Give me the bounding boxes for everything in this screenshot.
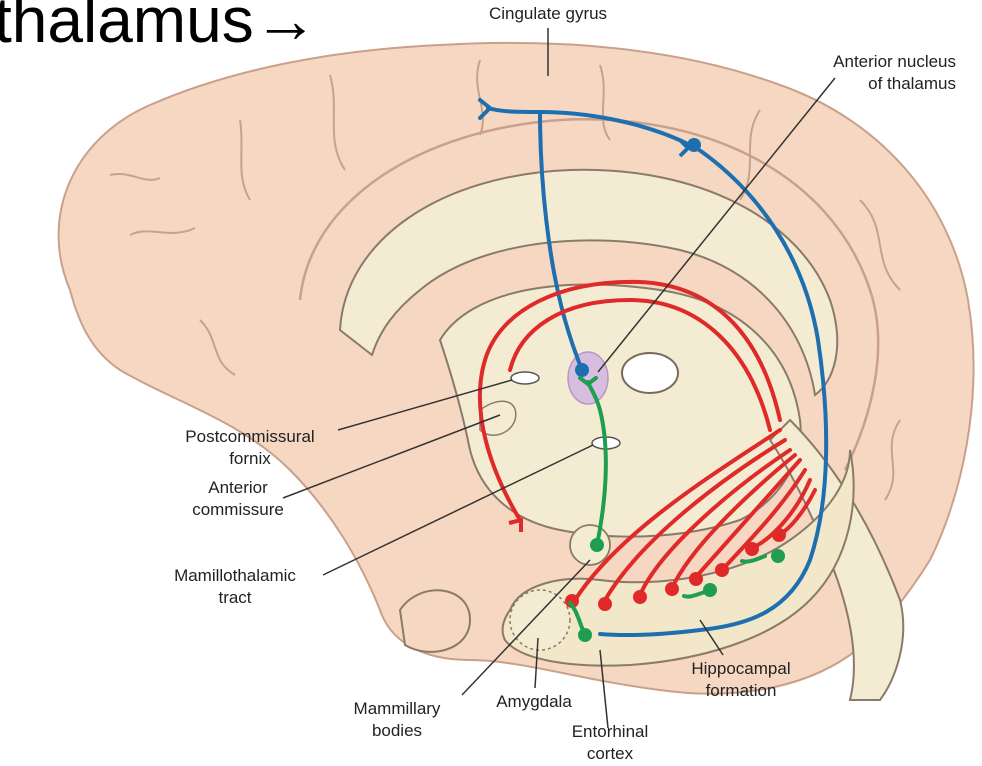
label-postcommissural-fornix: Postcommissural fornix bbox=[160, 426, 340, 470]
red-node bbox=[715, 563, 729, 577]
red-node bbox=[772, 528, 786, 542]
blue-node-anterior-nucleus bbox=[575, 363, 589, 377]
green-node bbox=[771, 549, 785, 563]
label-mamillothalamic-tract: Mamillothalamic tract bbox=[150, 565, 320, 609]
green-node bbox=[703, 583, 717, 597]
red-node bbox=[665, 582, 679, 596]
label-anterior-nucleus: Anterior nucleus of thalamus bbox=[808, 51, 956, 95]
label-hippocampal-formation: Hippocampal formation bbox=[676, 658, 806, 702]
green-node bbox=[590, 538, 604, 552]
label-entorhinal-cortex: Entorhinal cortex bbox=[550, 721, 670, 765]
red-node bbox=[598, 597, 612, 611]
amygdala bbox=[510, 590, 570, 650]
postcommissural-fornix-section bbox=[511, 372, 539, 384]
red-node bbox=[633, 590, 647, 604]
red-node bbox=[689, 572, 703, 586]
green-node bbox=[578, 628, 592, 642]
red-node bbox=[745, 542, 759, 556]
label-anterior-commissure: Anterior commissure bbox=[178, 477, 298, 521]
blue-node-cingulate bbox=[687, 138, 701, 152]
label-cingulate-gyrus: Cingulate gyrus bbox=[478, 3, 618, 25]
label-amygdala: Amygdala bbox=[474, 691, 594, 713]
anterior-nucleus-highlight bbox=[568, 352, 608, 404]
olfactory-region bbox=[400, 590, 470, 652]
interthalamic-adhesion bbox=[622, 353, 678, 393]
label-mammillary-bodies: Mammillary bodies bbox=[332, 698, 462, 742]
